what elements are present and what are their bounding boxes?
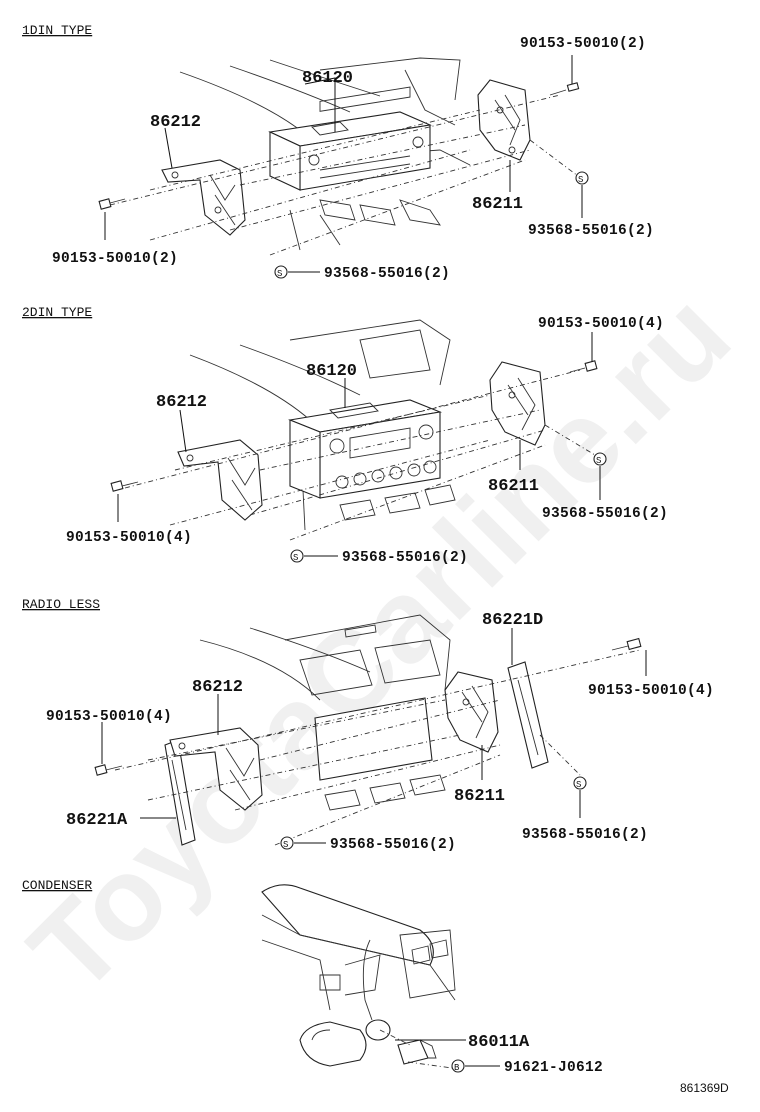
label-bracket-right-2din: 86211 (488, 477, 539, 496)
screw-icon-radio-less-right: S (573, 776, 587, 790)
section-title-radio-less: RADIO LESS (22, 597, 100, 612)
label-radio-2din: 86120 (306, 362, 357, 381)
bolt-icon-2din-top (569, 360, 598, 373)
label-screw-right-1din: 93568-55016(2) (528, 223, 654, 239)
leader-bracket-left-2din (179, 409, 187, 453)
bolt-icon-1din-left (98, 198, 126, 210)
radio-unit-1din (268, 86, 432, 191)
bracket-left-2din (177, 439, 263, 521)
bolt-icon-radio-less-right (611, 637, 642, 651)
section-2din: 2DIN TYPE (22, 305, 668, 566)
alignment-lines-1din (109, 94, 579, 256)
watermark-text: ToyotaCarline.ru (5, 268, 755, 1018)
svg-text:B: B (454, 1063, 460, 1073)
screw-icon-radio-less-left: S (280, 836, 294, 850)
label-condenser: 86011A (468, 1033, 530, 1052)
screw-icon-2din-right: S (593, 452, 607, 466)
bolt-icon-2din-left (110, 480, 139, 492)
radio-buttons-2din (335, 460, 437, 489)
label-screw-left-1din: 93568-55016(2) (324, 266, 450, 282)
screw-icon-1din-left: S (274, 265, 288, 279)
bracket-left-radio-less (169, 727, 263, 811)
label-bolt-top-2din: 90153-50010(4) (538, 316, 664, 332)
diagram-code: 861369D (680, 1081, 729, 1095)
condenser-part (397, 1039, 437, 1065)
dashboard-outline-radio-less (199, 614, 451, 811)
svg-text:S: S (283, 840, 288, 850)
label-bracket-right-1din: 86211 (472, 195, 523, 214)
label-bracket-left-1din: 86212 (150, 113, 201, 132)
screw-icon-2din-left: S (290, 549, 304, 563)
svg-text:S: S (277, 269, 282, 279)
label-bolt-right-radio-less: 90153-50010(4) (588, 683, 714, 699)
bracket-left-1din (161, 159, 246, 236)
radio-unit-2din (287, 399, 443, 499)
alignment-lines-radio-less (114, 649, 641, 846)
label-screw-left-2din: 93568-55016(2) (342, 550, 468, 566)
label-bolt-left-radio-less: 90153-50010(4) (46, 709, 172, 725)
label-screw-right-2din: 93568-55016(2) (542, 506, 668, 522)
svg-text:S: S (576, 780, 581, 790)
label-plate-left-radio-less: 86221A (66, 811, 128, 830)
alignment-lines-condenser (379, 1029, 453, 1069)
bracket-right-1din (477, 79, 531, 161)
label-bolt-condenser: 91621-J0612 (504, 1060, 603, 1076)
bolt-icon-1din-top (549, 82, 580, 96)
section-title-condenser: CONDENSER (22, 878, 92, 893)
label-bolt-left-1din: 90153-50010(2) (52, 251, 178, 267)
section-title-2din: 2DIN TYPE (22, 305, 92, 320)
section-title-1din: 1DIN TYPE (22, 23, 92, 38)
plate-right-radio-less (507, 661, 549, 769)
section-radio-less: RADIO LESS (22, 597, 714, 853)
section-condenser: CONDENSER B 86011A (22, 878, 603, 1076)
label-plate-right-radio-less: 86221D (482, 611, 543, 630)
bracket-right-2din (489, 361, 546, 446)
label-screw-right-radio-less: 93568-55016(2) (522, 827, 648, 843)
leader-radio-1din (304, 77, 336, 132)
leader-bracket-left-1din (164, 127, 173, 169)
section-1din: 1DIN TYPE (22, 23, 654, 282)
bolt-icon-radio-less-left (94, 764, 123, 776)
label-bolt-left-2din: 90153-50010(4) (66, 530, 192, 546)
label-bracket-right-radio-less: 86211 (454, 787, 505, 806)
label-screw-left-radio-less: 93568-55016(2) (330, 837, 456, 853)
label-bolt-top-1din: 90153-50010(2) (520, 36, 646, 52)
screw-icon-1din-right: S (575, 171, 589, 185)
svg-text:S: S (596, 456, 601, 466)
engine-outline-condenser (261, 884, 456, 1021)
svg-text:S: S (578, 175, 583, 185)
label-bracket-left-radio-less: 86212 (192, 678, 243, 697)
label-radio-1din: 86120 (302, 69, 353, 88)
alternator-condenser (299, 1019, 391, 1067)
label-bracket-left-2din: 86212 (156, 393, 207, 412)
bolt-icon-condenser: B (451, 1059, 465, 1073)
svg-text:S: S (293, 553, 298, 563)
